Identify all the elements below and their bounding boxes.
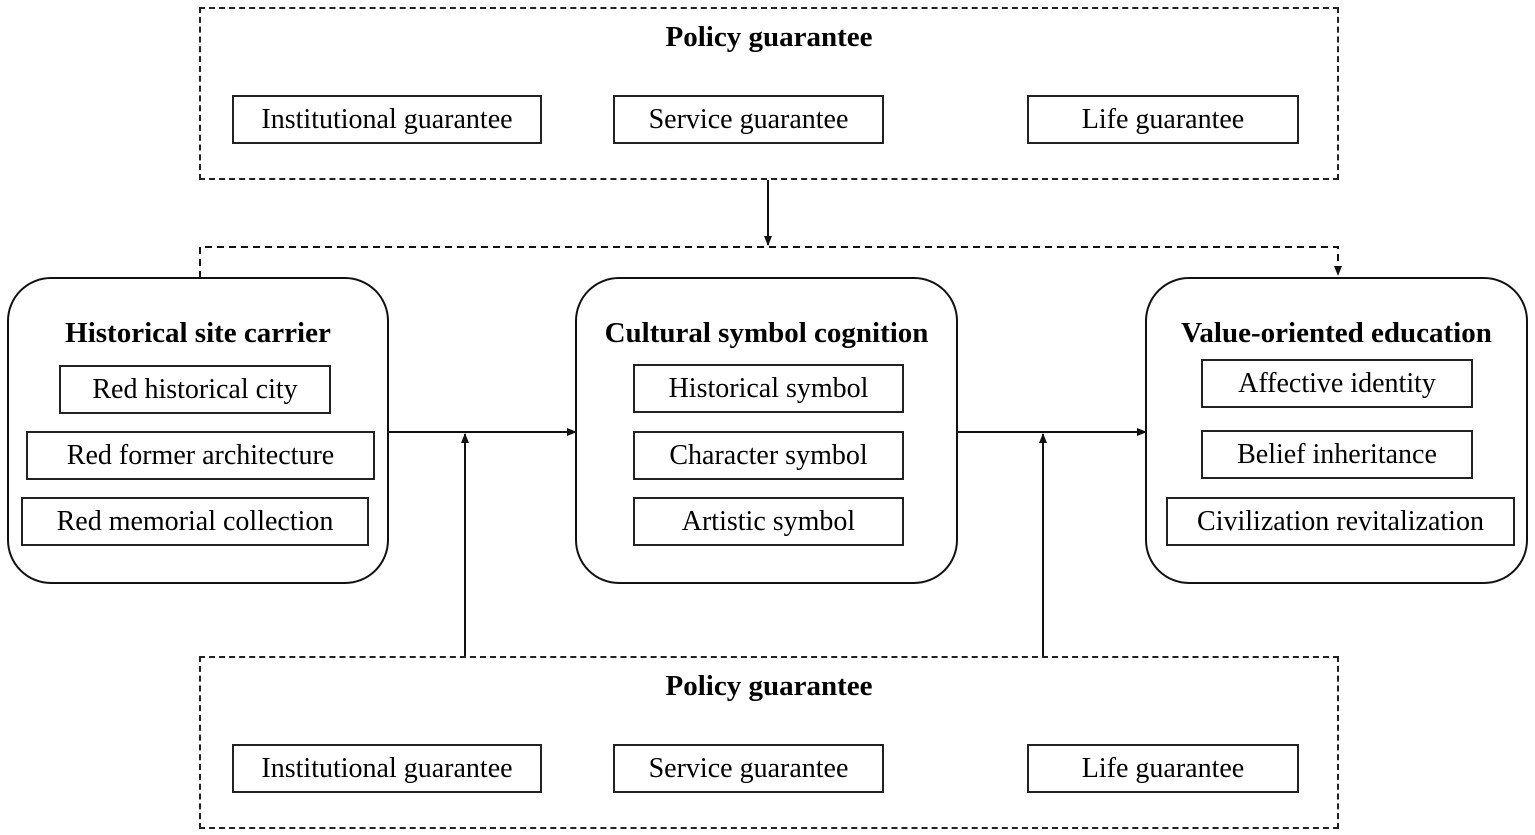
item-artistic-symbol: Artistic symbol — [633, 497, 904, 546]
item-red-former-architecture: Red former architecture — [26, 431, 375, 480]
dashed-feedback-line — [199, 246, 1342, 278]
top-service-guarantee-box: Service guarantee — [613, 95, 884, 144]
item-affective-identity: Affective identity — [1201, 359, 1473, 408]
stage-title-cultural-symbol-cognition: Cultural symbol cognition — [604, 317, 929, 349]
top-policy-guarantee-title: Policy guarantee — [665, 21, 873, 53]
bottom-policy-guarantee-title: Policy guarantee — [665, 670, 873, 702]
stage-title-historical-site-carrier: Historical site carrier — [65, 317, 331, 349]
item-historical-symbol: Historical symbol — [633, 364, 904, 413]
top-institutional-guarantee-box: Institutional guarantee — [232, 95, 542, 144]
bottom-life-guarantee-box: Life guarantee — [1027, 744, 1299, 793]
item-red-historical-city: Red historical city — [59, 365, 331, 414]
item-civilization-revitalization: Civilization revitalization — [1166, 497, 1515, 546]
item-belief-inheritance: Belief inheritance — [1201, 430, 1473, 479]
bottom-service-guarantee-box: Service guarantee — [613, 744, 884, 793]
top-policy-guarantee-box: Policy guarantee — [199, 7, 1339, 180]
top-life-guarantee-box: Life guarantee — [1027, 95, 1299, 144]
item-red-memorial-collection: Red memorial collection — [21, 497, 369, 546]
bottom-policy-guarantee-box: Policy guarantee — [199, 656, 1339, 829]
item-character-symbol: Character symbol — [633, 431, 904, 480]
bottom-institutional-guarantee-box: Institutional guarantee — [232, 744, 542, 793]
stage-title-value-oriented-education: Value-oriented education — [1181, 317, 1492, 349]
